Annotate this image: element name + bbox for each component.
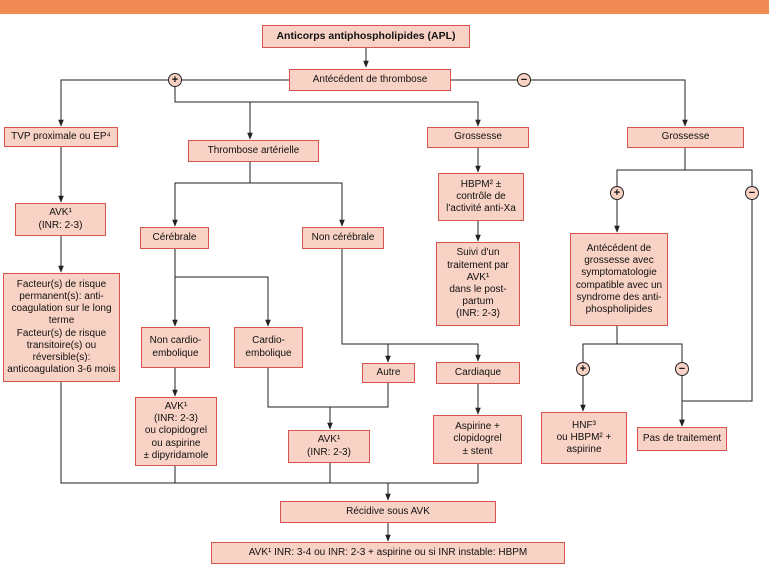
node-avk-tvp: AVK¹ (INR: 2-3) xyxy=(15,203,106,236)
plus-sign-grossesse: + xyxy=(610,186,624,200)
node-thrombose-arterielle: Thrombose artérielle xyxy=(188,140,319,162)
node-grossesse-minus: Grossesse xyxy=(627,127,744,148)
node-cardiaque: Cardiaque xyxy=(436,362,520,384)
node-avk-central: AVK¹ (INR: 2-3) xyxy=(288,430,370,463)
node-hbpm-controle: HBPM² ± contrôle de l'activité anti-Xa xyxy=(438,173,524,221)
node-hnf: HNF³ ou HBPM² + aspirine xyxy=(541,412,627,464)
node-antecedent-thrombose: Antécédent de thrombose xyxy=(289,69,451,91)
node-tvp-ep: TVP proximale ou EP⁴ xyxy=(4,127,118,147)
node-pas-traitement: Pas de traitement xyxy=(637,427,727,451)
node-aspirine-clopidogrel: Aspirine + clopidogrel ± stent xyxy=(433,415,522,464)
node-suivi-avk: Suivi d'un traitement par AVK¹ dans le p… xyxy=(436,242,520,326)
node-apl: Anticorps antiphospholipides (APL) xyxy=(262,25,470,48)
node-cerebrale: Cérébrale xyxy=(140,227,209,249)
node-facteurs-risque: Facteur(s) de risque permanent(s): anti-… xyxy=(3,273,120,382)
node-non-cerebrale: Non cérébrale xyxy=(302,227,384,249)
minus-sign-grossesse: − xyxy=(745,186,759,200)
plus-sign-thrombose: + xyxy=(168,73,182,87)
node-antecedent-grossesse: Antécédent de grossesse avec symptomatol… xyxy=(570,233,668,326)
minus-sign-antecedent: − xyxy=(675,362,689,376)
node-avk-clopidogrel: AVK¹ (INR: 2-3) ou clopidogrel ou aspiri… xyxy=(135,397,217,466)
node-non-cardio-embolique: Non cardio- embolique xyxy=(141,327,210,368)
node-grossesse-plus: Grossesse xyxy=(427,127,529,148)
node-final-treatment: AVK¹ INR: 3-4 ou INR: 2-3 + aspirine ou … xyxy=(211,542,565,564)
minus-sign-thrombose: − xyxy=(517,73,531,87)
node-autre: Autre xyxy=(362,363,415,383)
node-recidive: Récidive sous AVK xyxy=(280,501,496,523)
top-accent-bar xyxy=(0,0,769,14)
plus-sign-antecedent: + xyxy=(576,362,590,376)
node-cardio-embolique: Cardio- embolique xyxy=(234,327,303,368)
